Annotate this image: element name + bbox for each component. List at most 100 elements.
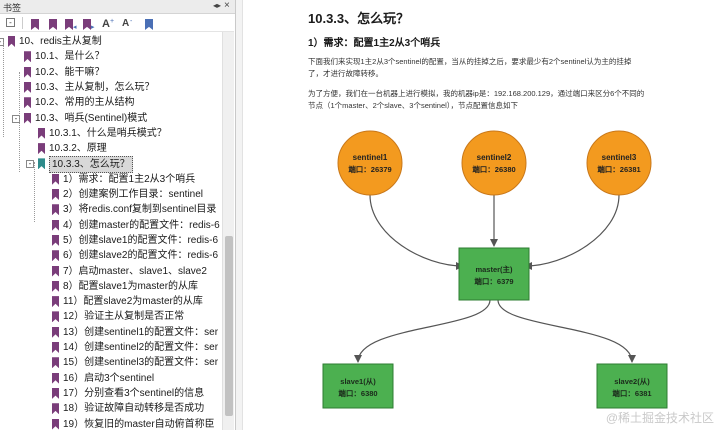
slave-node: slave2(从) 端口：6381 [596, 363, 668, 409]
bookmarks-panel: 书签 ◂▸ × - ◂ ▸ A+ A- -10、redis主从复制10.1、是什… [0, 0, 236, 430]
master-node: master(主)端口：6379 [458, 247, 530, 301]
bookmark-label: 12）验证主从复制是否正常 [63, 311, 185, 323]
bookmark-item[interactable]: 11）配置slave2为master的从库 [0, 293, 222, 310]
bookmark-label: 10、redis主从复制 [19, 36, 102, 47]
slave-port: 端口：6381 [612, 388, 651, 398]
bookmarks-panel-header: 书签 ◂▸ × [0, 0, 235, 14]
bookmark-label: 10.3、主从复制，怎么玩？ [35, 81, 155, 93]
sentinel-circle [337, 130, 403, 196]
bookmark-label: 15）创建sentinel3的配置文件：ser [63, 357, 219, 369]
bookmark-label: 16）启动3个sentinel [63, 372, 155, 384]
master-to-slave-arrow [497, 299, 636, 363]
bookmark-prev-icon [65, 19, 73, 30]
bookmark-item[interactable]: 10.3.1、什么是哨兵模式？ [0, 125, 222, 142]
bookmark-item[interactable]: 16）启动3个sentinel [0, 370, 222, 387]
bookmark-label: 10.2、常用的主从结构 [35, 97, 135, 109]
bookmark-icon [52, 189, 59, 200]
bookmark-item[interactable]: 6）创建slave2的配置文件：redis-6 [0, 247, 222, 264]
bookmark-item[interactable]: 10.1、是什么？ [0, 48, 222, 65]
bookmark-label: 10.3.3、怎么玩？ [49, 156, 133, 174]
bookmark-label: 14）创建sentinel2的配置文件：ser [63, 342, 219, 353]
bookmark-icon [24, 112, 31, 124]
paragraph-line: 了，才进行故障转移。 [308, 69, 383, 78]
sentinel-port: 端口：26381 [597, 164, 640, 174]
bookmark-item[interactable]: 18）验证故障自动转移是否成功 [0, 400, 222, 417]
bookmark-tree: - 10、redis主从复制 10.1、是什么？ 10.2、能干嘛？ 10.3、主从复制… [0, 32, 222, 430]
bookmark-label: 8）配置slave1为master的从库 [63, 280, 199, 292]
bookmark-icon [38, 127, 45, 139]
bookmark-item[interactable]: 10.2、能干嘛？ [0, 64, 222, 81]
close-icon[interactable]: × [224, 0, 230, 11]
bookmark-label: 1）需求：配置1主2从3个哨兵 [63, 173, 196, 185]
sentinel-port: 端口：26379 [348, 164, 391, 174]
bookmark-icon [38, 143, 45, 155]
bookmark-icon [31, 19, 39, 30]
bookmark-item[interactable]: 2）创建案例工作目录：sentinel [0, 186, 222, 203]
bookmarks-panel-title: 书签 [3, 3, 22, 13]
bookmark-item[interactable]: - 10.3.3、怎么玩？ [0, 155, 222, 174]
panel-splitter[interactable] [236, 0, 243, 430]
slave-name: slave2(从) [614, 377, 650, 386]
bookmark-item[interactable]: 14）创建sentinel2的配置文件：ser [0, 339, 222, 356]
bookmark-icon [8, 36, 15, 47]
new-bookmark-button[interactable] [28, 16, 42, 30]
bookmark-label: 10.1、是什么？ [35, 51, 105, 63]
bookmark-item[interactable]: 12）验证主从复制是否正常 [0, 308, 222, 325]
sentinel-node: sentinel1 端口：26379 [337, 130, 403, 196]
sentinel-name: sentinel3 [602, 153, 637, 162]
bookmark-label: 2）创建案例工作目录：sentinel [63, 189, 204, 200]
bookmark-item[interactable]: 10.3、主从复制，怎么玩？ [0, 79, 222, 96]
bookmark-item[interactable]: 13）创建sentinel1的配置文件：ser [0, 324, 222, 341]
sentinel-name: sentinel1 [353, 153, 388, 162]
font-larger-icon: A [102, 18, 110, 30]
bookmark-icon [52, 296, 59, 308]
bookmark-item[interactable]: 8）配置slave1为master的从库 [0, 278, 222, 295]
bookmark-icon [52, 280, 59, 292]
bookmark-item[interactable]: 4）创建master的配置文件：redis-6 [0, 217, 222, 234]
bookmark-icon [24, 81, 31, 93]
slave-port: 端口：6380 [338, 388, 377, 398]
bookmark-properties-button[interactable] [142, 16, 156, 30]
bookmark-item[interactable]: 17）分别查看3个sentinel的信息 [0, 385, 222, 402]
bookmark-label: 13）创建sentinel1的配置文件：ser [63, 326, 219, 338]
add-bookmark-button[interactable] [46, 16, 60, 30]
bookmark-icon [52, 387, 59, 399]
collapse-all-button[interactable]: - [4, 16, 18, 30]
master-name: master(主) [475, 264, 513, 274]
bookmark-item[interactable]: 10.2、常用的主从结构 [0, 94, 222, 111]
prev-bookmark-button[interactable]: ◂ [64, 16, 78, 31]
document-page: 10.3.3、怎么玩？ 1）需求：配置1主2从3个哨兵 下面我们来实现1主2从3… [244, 0, 720, 430]
bookmark-icon [52, 326, 59, 338]
panel-pin-icon[interactable]: ◂▸ [213, 1, 222, 10]
bookmark-item[interactable]: 10.3.2、原理 [0, 140, 222, 157]
bookmark-item[interactable]: 7）启动master、slave1、slave2 [0, 263, 222, 280]
bookmark-item[interactable]: 1）需求：配置1主2从3个哨兵 [0, 171, 222, 188]
master-box [458, 247, 530, 301]
bookmark-item[interactable]: 3）将redis.conf复制到sentinel目录 [0, 201, 222, 218]
bookmark-item[interactable]: 5）创建slave1的配置文件：redis-6 [0, 232, 222, 249]
next-bookmark-button[interactable]: ▸ [82, 16, 96, 31]
bookmark-icon [24, 51, 31, 63]
font-smaller-button[interactable]: A- [122, 18, 133, 29]
bookmark-tree-scrollbar[interactable] [222, 32, 234, 430]
tree-guide-line [19, 72, 20, 172]
section-heading: 10.3.3、怎么玩？ [308, 11, 410, 26]
font-larger-button[interactable]: A+ [102, 18, 115, 30]
scrollbar-thumb[interactable] [225, 236, 233, 416]
bookmark-label: 10.2、能干嘛？ [35, 66, 105, 78]
bookmark-label: 3）将redis.conf复制到sentinel目录 [63, 204, 217, 216]
paragraph-line: 下面我们来实现1主2从3个sentinel的配置，当从的挂掉之后，要求最少有2个… [308, 57, 632, 66]
slave-name: slave1(从) [340, 377, 376, 386]
collapse-toggle-icon[interactable]: - [26, 160, 34, 169]
bookmark-item[interactable]: 19）恢复旧的master自动俯首称臣 [0, 416, 222, 430]
bookmark-icon [52, 265, 59, 277]
subsection-heading: 1）需求：配置1主2从3个哨兵 [308, 38, 441, 49]
sentinel-circle [586, 130, 652, 196]
sentinel-to-master-arrow [524, 194, 620, 270]
bookmark-icon [52, 234, 59, 246]
bookmark-item[interactable]: 15）创建sentinel3的配置文件：ser [0, 354, 222, 371]
bookmark-icon [52, 173, 59, 185]
sentinel-circle [461, 130, 527, 196]
bookmark-label: 11）配置slave2为master的从库 [63, 296, 203, 308]
